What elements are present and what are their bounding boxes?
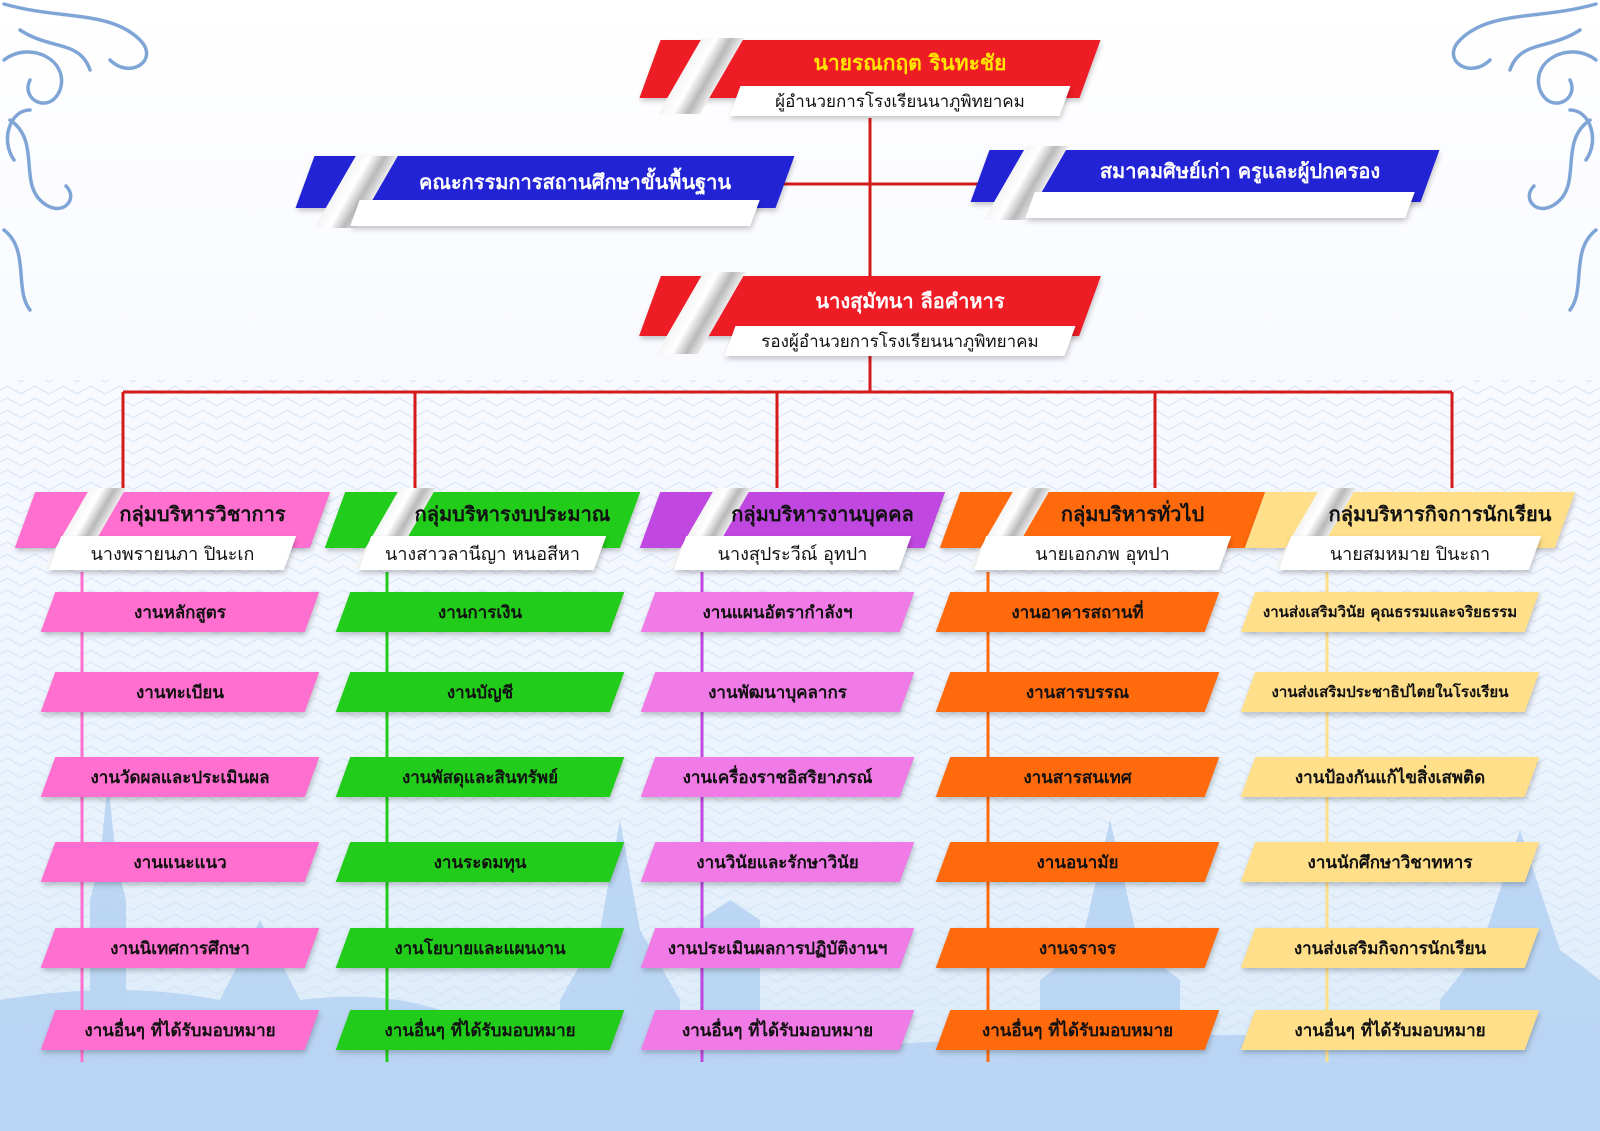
task-box: งานอื่นๆ ที่ได้รับมอบหมาย	[335, 1010, 625, 1050]
task-box: งานอาคารสถานที่	[935, 592, 1220, 632]
task-label: งานวัดผลและประเมินผล	[90, 767, 270, 788]
association-sub-bar	[1025, 192, 1415, 218]
group-head-name-4: นายสมหมาย ปินะถา	[1329, 543, 1491, 565]
task-label: งานอื่นๆ ที่ได้รับมอบหมาย	[681, 1020, 874, 1041]
task-label: งานส่งเสริมกิจการนักเรียน	[1293, 938, 1487, 959]
task-label: งานพัฒนาบุคลากร	[708, 682, 847, 703]
group-head-name-0: นางพรายนภา ปินะเก	[90, 543, 255, 565]
group-head-name-2: นางสุประวีณ์ อุทปา	[717, 543, 868, 565]
task-box: งานอื่นๆ ที่ได้รับมอบหมาย	[1240, 1010, 1540, 1050]
task-label: งานป้องกันแก้ไขสิ่งเสพติด	[1294, 767, 1486, 788]
task-label: งานส่งเสริมประชาธิปไตยในโรงเรียน	[1271, 683, 1509, 701]
corner-ornament-right	[1451, 2, 1598, 312]
task-box: งานอื่นๆ ที่ได้รับมอบหมาย	[935, 1010, 1220, 1050]
task-box: งานส่งเสริมวินัย คุณธรรมและจริยธรรม	[1240, 592, 1540, 632]
task-box: งานแนะแนว	[40, 842, 320, 882]
task-label: งานอาคารสถานที่	[1011, 602, 1144, 623]
task-box: งานส่งเสริมกิจการนักเรียน	[1240, 928, 1540, 968]
director-box: นายรณกฤต รินทะชัย ผู้อำนวยการโรงเรียนนาภ…	[639, 38, 1101, 118]
task-box: งานทะเบียน	[40, 672, 320, 712]
task-box: งานบัญชี	[335, 672, 625, 712]
deputy-title: รองผู้อำนวยการโรงเรียนนาภูพิทยาคม	[761, 331, 1039, 352]
task-label: งานส่งเสริมวินัย คุณธรรมและจริยธรรม	[1262, 603, 1518, 621]
task-label: งานอื่นๆ ที่ได้รับมอบหมาย	[981, 1020, 1174, 1041]
task-box: งานประเมินผลการปฏิบัติงานฯ	[640, 928, 915, 968]
task-label: งานระดมทุน	[433, 852, 527, 873]
task-label: งานบัญชี	[446, 682, 514, 703]
task-box: งานแผนอัตรากำลังฯ	[640, 592, 915, 632]
group-header-2: กลุ่มบริหารงานบุคคลนางสุประวีณ์ อุทปา	[639, 488, 946, 578]
task-box: งานโยบายและแผนงาน	[335, 928, 625, 968]
task-label: งานนักศึกษาวิชาทหาร	[1307, 852, 1473, 873]
task-label: งานอนามัย	[1036, 852, 1119, 873]
board-sub-bar	[350, 200, 760, 226]
task-label: งานแผนอัตรากำลังฯ	[702, 602, 853, 623]
group-name-3: กลุ่มบริหารทั่วไป	[1060, 502, 1205, 526]
deputy-name: นางสุมัทนา ลือคำหาร	[815, 289, 1005, 313]
task-box: งานสารบรรณ	[935, 672, 1220, 712]
task-box: งานนักศึกษาวิชาทหาร	[1240, 842, 1540, 882]
task-label: งานหลักสูตร	[134, 602, 226, 623]
group-head-name-3: นายเอกภพ อุทปา	[1035, 543, 1170, 565]
group-name-4: กลุ่มบริหารกิจการนักเรียน	[1328, 502, 1552, 526]
task-box: งานพัฒนาบุคลากร	[640, 672, 915, 712]
group-name-0: กลุ่มบริหารวิชาการ	[119, 502, 286, 526]
task-label: งานพัสดุและสินทรัพย์	[401, 767, 559, 788]
task-label: งานทะเบียน	[136, 682, 224, 703]
task-label: งานอื่นๆ ที่ได้รับมอบหมาย	[384, 1020, 576, 1041]
task-box: งานพัสดุและสินทรัพย์	[335, 757, 625, 797]
task-label: งานสารสนเทศ	[1023, 767, 1132, 788]
task-label: งานเครื่องราชอิสริยาภรณ์	[682, 767, 873, 788]
task-box: งานอื่นๆ ที่ได้รับมอบหมาย	[640, 1010, 915, 1050]
task-box: งานสารสนเทศ	[935, 757, 1220, 797]
association-name: สมาคมศิษย์เก่า ครูและผู้ปกครอง	[1099, 159, 1381, 183]
group-name-2: กลุ่มบริหารงานบุคคล	[731, 502, 914, 526]
group-header-0: กลุ่มบริหารวิชาการนางพรายนภา ปินะเก	[14, 488, 331, 578]
task-box: งานวัดผลและประเมินผล	[40, 757, 320, 797]
task-box: งานอนามัย	[935, 842, 1220, 882]
group-head-name-1: นางสาวลานีญา หนอสีหา	[385, 543, 580, 565]
task-box: งานจราจร	[935, 928, 1220, 968]
task-box: งานระดมทุน	[335, 842, 625, 882]
group-header-3: กลุ่มบริหารทั่วไปนายเอกภพ อุทปา	[939, 488, 1266, 578]
task-box: งานวินัยและรักษาวินัย	[640, 842, 915, 882]
director-title: ผู้อำนวยการโรงเรียนนาภูพิทยาคม	[775, 91, 1025, 112]
task-box: งานนิเทศการศึกษา	[40, 928, 320, 968]
task-box: งานส่งเสริมประชาธิปไตยในโรงเรียน	[1240, 672, 1540, 712]
group-name-1: กลุ่มบริหารงบประมาณ	[414, 502, 611, 526]
task-label: งานนิเทศการศึกษา	[110, 938, 250, 959]
task-box: งานป้องกันแก้ไขสิ่งเสพติด	[1240, 757, 1540, 797]
task-box: งานหลักสูตร	[40, 592, 320, 632]
group-header-4: กลุ่มบริหารกิจการนักเรียนนายสมหมาย ปินะถ…	[1244, 488, 1576, 578]
task-box: งานการเงิน	[335, 592, 625, 632]
task-label: งานประเมินผลการปฏิบัติงานฯ	[667, 938, 888, 959]
corner-ornament-left	[2, 2, 149, 312]
task-label: งานจราจร	[1038, 938, 1117, 959]
task-box: งานอื่นๆ ที่ได้รับมอบหมาย	[40, 1010, 320, 1050]
task-label: งานอื่นๆ ที่ได้รับมอบหมาย	[1294, 1020, 1486, 1041]
director-name: นายรณกฤต รินทะชัย	[813, 50, 1007, 75]
task-label: งานวินัยและรักษาวินัย	[696, 852, 859, 873]
task-label: งานสารบรรณ	[1025, 682, 1130, 703]
task-label: งานอื่นๆ ที่ได้รับมอบหมาย	[84, 1020, 276, 1041]
association-box: สมาคมศิษย์เก่า ครูและผู้ปกครอง	[960, 146, 1450, 222]
task-label: งานแนะแนว	[133, 852, 227, 873]
deputy-box: นางสุมัทนา ลือคำหาร รองผู้อำนวยการโรงเรี…	[639, 272, 1101, 358]
board-name: คณะกรรมการสถานศึกษาขั้นพื้นฐาน	[418, 170, 732, 194]
board-box: คณะกรรมการสถานศึกษาขั้นพื้นฐาน	[285, 156, 805, 230]
group-header-1: กลุ่มบริหารงบประมาณนางสาวลานีญา หนอสีหา	[324, 488, 641, 578]
task-label: งานการเงิน	[437, 602, 523, 623]
task-label: งานโยบายและแผนงาน	[394, 938, 566, 959]
task-box: งานเครื่องราชอิสริยาภรณ์	[640, 757, 915, 797]
